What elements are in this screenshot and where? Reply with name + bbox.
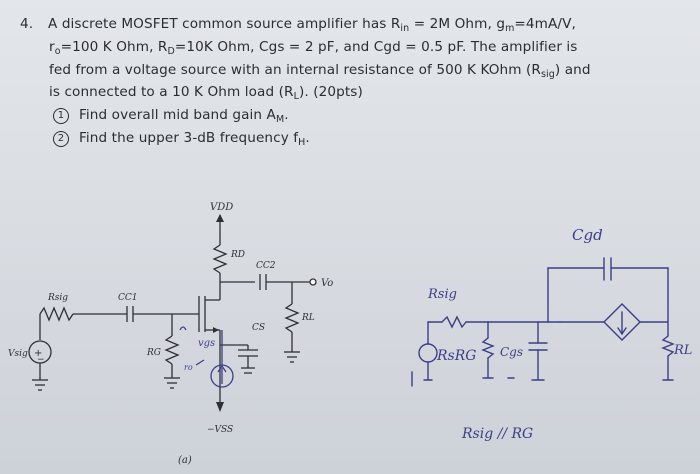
problem-line-1: 4.A discrete MOSFET common source amplif… — [20, 13, 680, 36]
cc1-label: CC1 — [118, 293, 138, 303]
circled-number-1: 1 — [53, 108, 69, 125]
printed-schematic — [28, 214, 317, 412]
figure-label: (a) — [178, 455, 192, 466]
vo-label: Vo — [321, 278, 333, 289]
handwritten-vgs: vgs — [198, 338, 215, 349]
handwritten-parallel-combo: Rsig // RG — [461, 426, 533, 442]
handwritten-rs-rg: RsRG — [436, 348, 476, 364]
handwritten-equivalent-circuit — [411, 257, 675, 387]
problem-line-4: is connected to a 10 K Ohm load (RL). (2… — [49, 84, 363, 103]
rd-label: RD — [230, 250, 245, 260]
handwritten-cgd: Cgd — [572, 226, 603, 244]
cs-label: CS — [252, 323, 265, 333]
handwritten-model-marks — [179, 326, 234, 388]
svg-text:−: − — [37, 355, 45, 365]
vsig-label: Vsig — [8, 349, 28, 359]
rsig-label: Rsig — [47, 293, 68, 303]
vdd-label: VDD — [210, 202, 233, 213]
handwritten-rl: RL — [673, 343, 692, 358]
svg-text:+: + — [34, 348, 42, 359]
problem-number: 4. — [20, 16, 34, 32]
vss-label: −VSS — [207, 425, 233, 435]
cc2-label: CC2 — [256, 261, 276, 271]
source-polarity: + − — [34, 348, 45, 365]
handwritten-ro: ro — [184, 363, 193, 372]
handwritten-rsig: Rsig — [427, 287, 457, 302]
handwritten-cgs: Cgs — [500, 345, 523, 359]
problem-line-2: ro=100 K Ohm, RD=10K Ohm, Cgs = 2 pF, an… — [49, 38, 578, 57]
rg-label: RG — [146, 348, 161, 358]
rl-label: RL — [301, 313, 315, 323]
problem-text: 4.A discrete MOSFET common source amplif… — [20, 13, 680, 150]
problem-line-3: fed from a voltage source with an intern… — [49, 61, 591, 80]
circled-number-2: 2 — [53, 130, 69, 147]
